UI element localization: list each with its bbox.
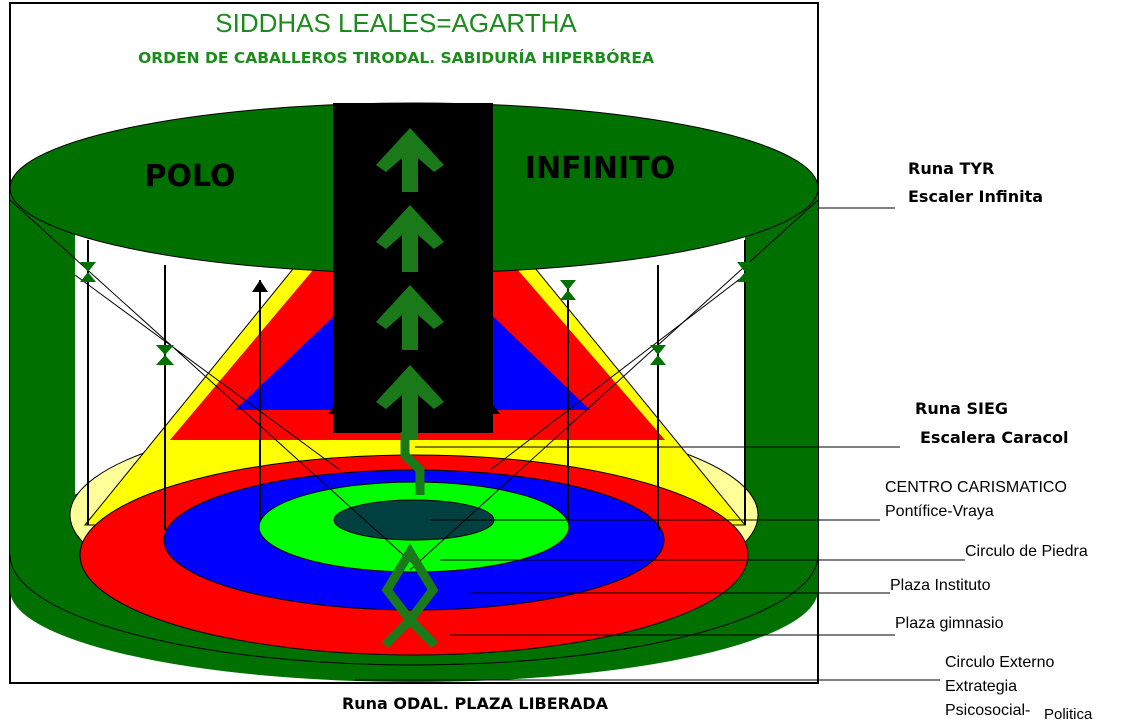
label-politica: Politica bbox=[1044, 706, 1093, 723]
label-plaza-instituto: Plaza Instituto bbox=[890, 577, 991, 594]
label-runa-sieg: Runa SIEG bbox=[915, 399, 1008, 418]
label-pontifice-vraya: Pontífice-Vraya bbox=[885, 503, 994, 520]
leader-lines bbox=[355, 207, 965, 681]
diagonal-lines bbox=[9, 199, 819, 571]
page-subtitle: ORDEN DE CABALLEROS TIRODAL. SABIDURÍA H… bbox=[138, 48, 654, 67]
label-extrategia: Extrategia bbox=[945, 678, 1017, 695]
disc-label-polo: POLO bbox=[144, 159, 235, 194]
left-column bbox=[10, 185, 75, 560]
label-circulo-piedra: Circulo de Piedra bbox=[965, 543, 1088, 560]
label-escaler-infinita: Escaler Infinita bbox=[908, 187, 1043, 206]
odal-rune bbox=[381, 543, 439, 649]
sieg-rune bbox=[400, 432, 425, 495]
label-runa-tyr: Runa TYR bbox=[908, 159, 994, 178]
disc-label-infinito: INFINITO bbox=[525, 151, 675, 186]
label-circulo-externo: Circulo Externo bbox=[945, 654, 1054, 671]
tyr-arrows bbox=[376, 128, 444, 440]
label-runa-odal: Runa ODAL. PLAZA LIBERADA bbox=[342, 694, 609, 713]
hourglass-markers bbox=[80, 262, 753, 365]
black-tip-markers bbox=[252, 280, 500, 414]
pillars bbox=[87, 240, 746, 530]
page-title: SIDDHAS LEALES=AGARTHA bbox=[215, 8, 577, 38]
right-column bbox=[745, 185, 818, 560]
label-escalera-caracol: Escalera Caracol bbox=[920, 428, 1069, 447]
label-plaza-gimnasio: Plaza gimnasio bbox=[895, 615, 1004, 632]
label-psicosocial: Psicosocial- bbox=[945, 702, 1030, 719]
label-centro-carismatico: CENTRO CARISMATICO bbox=[885, 479, 1067, 496]
